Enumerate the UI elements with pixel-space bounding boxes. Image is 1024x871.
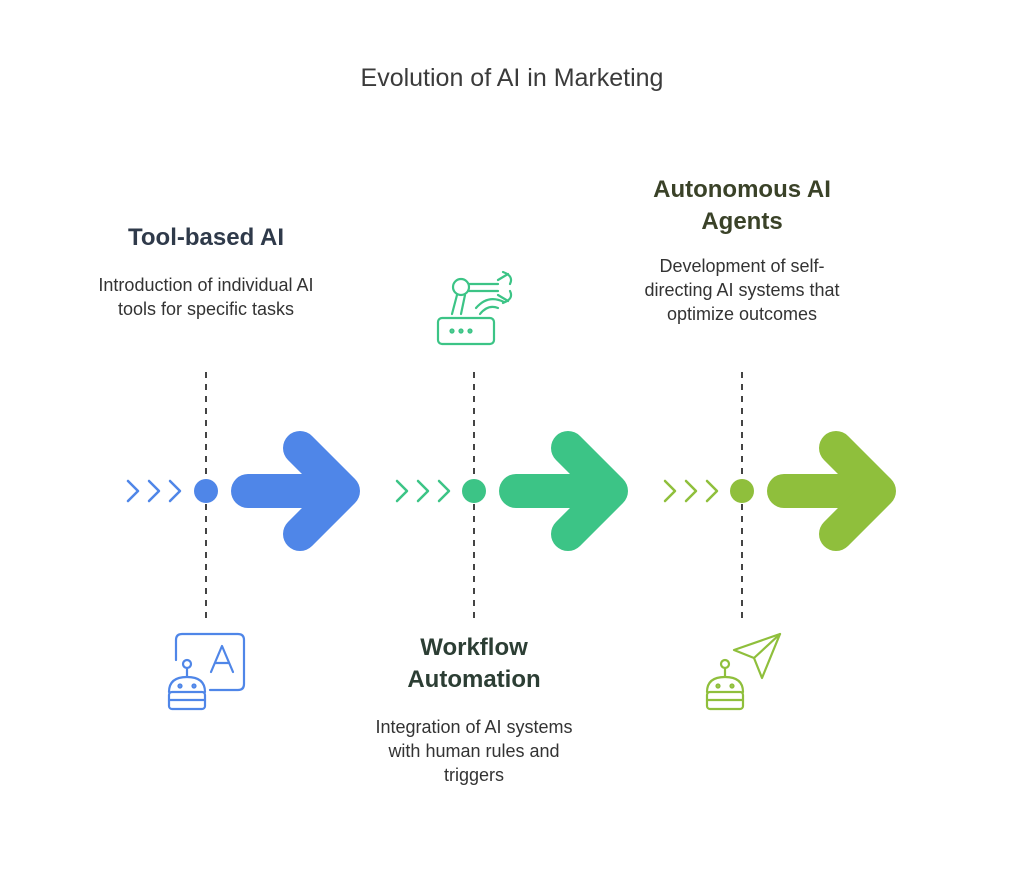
stage-1-title: Tool-based AI — [128, 224, 284, 251]
stage-3-dot — [730, 479, 754, 503]
arrow-right-icon — [767, 431, 896, 551]
stage-3-marker — [663, 372, 896, 711]
robot-navigation-icon — [705, 632, 782, 711]
chevrons-icon — [126, 479, 182, 503]
stage-1-description: Introduction of individual AI tools for … — [98, 275, 314, 319]
robotic-arm-router-icon — [436, 270, 513, 346]
stage-3-description: Development of self-directing AI systems… — [644, 256, 840, 324]
ai-robot-text-icon — [167, 632, 246, 711]
stage-1-marker — [126, 372, 360, 711]
stage-2-title: Workflow Automation — [407, 634, 541, 693]
stage-2-dot — [462, 479, 486, 503]
arrow-right-icon — [499, 431, 628, 551]
diagram-title: Evolution of AI in Marketing — [360, 64, 664, 92]
stage-2-marker — [395, 270, 628, 618]
stage-2-description: Integration of AI systems with human rul… — [375, 717, 573, 785]
chevrons-icon — [395, 479, 451, 503]
stage-1-dot — [194, 479, 218, 503]
arrow-right-icon — [231, 431, 360, 551]
chevrons-icon — [663, 479, 719, 503]
stage-3-title: Autonomous AI Agents — [653, 176, 831, 235]
